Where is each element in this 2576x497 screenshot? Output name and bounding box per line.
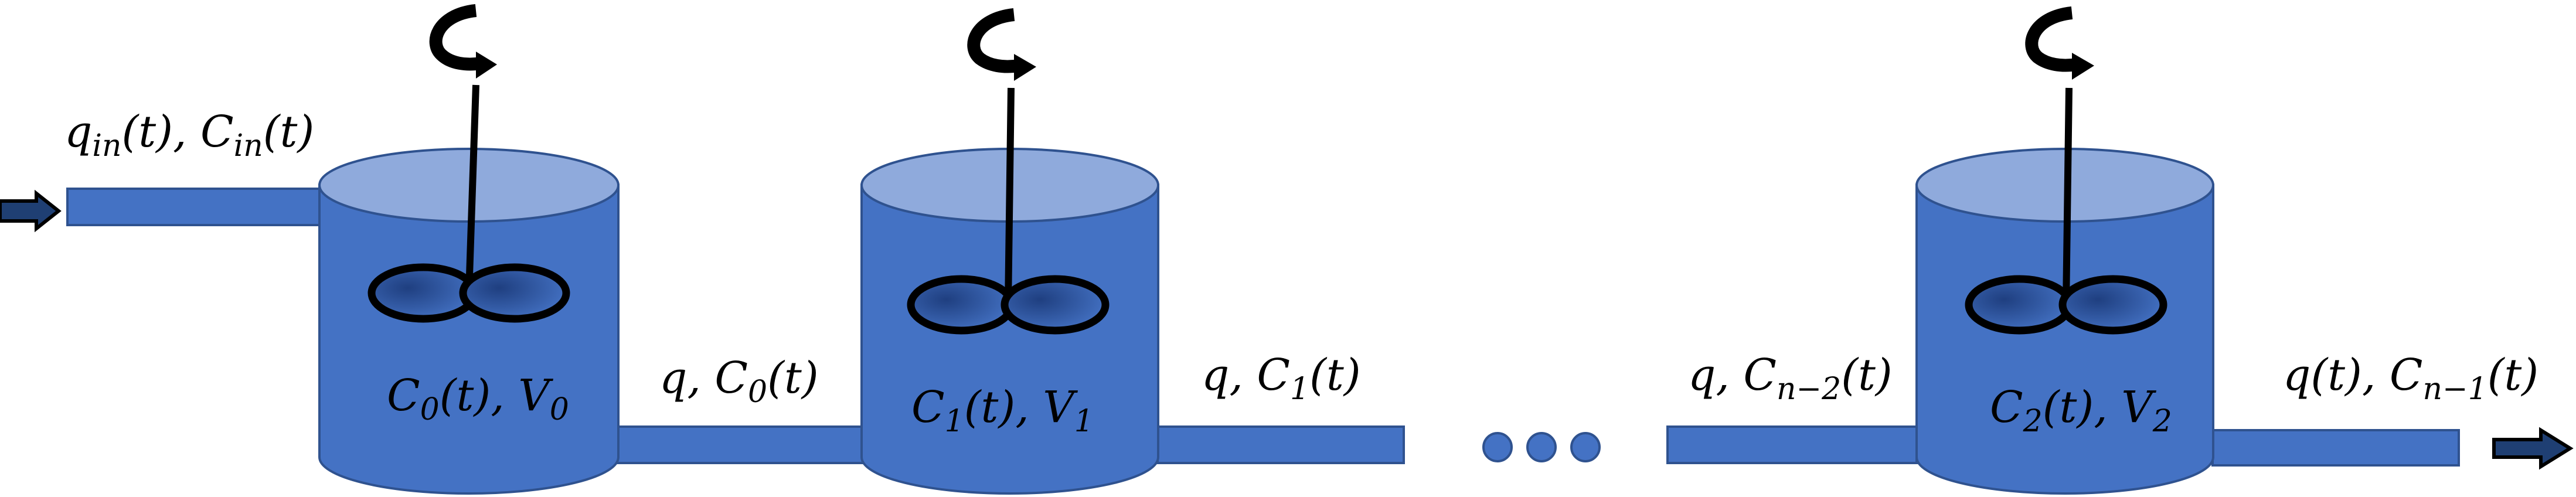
label-tank-2: C2(t), V2 [1990,382,2172,439]
stirrer-shaft [1005,87,1015,305]
label-tank-1: C1(t), V1 [911,382,1094,439]
rotation-arrow-icon [967,8,1036,81]
rotation-arrow-icon [2025,6,2094,80]
impeller-blade [2058,275,2167,335]
impeller-blade [907,275,1016,335]
stirrer-shaft [2063,87,2073,305]
outlet-arrow-icon [2492,427,2574,470]
pipe-in-tank2 [1666,425,1918,464]
impeller-blade [1965,275,2074,335]
tank-2 [1915,6,2214,495]
label-flow-0-1: q, C0(t) [659,353,819,410]
tank-1 [860,8,1159,495]
impeller-blade [1001,275,1110,335]
stirrer-shaft [465,84,479,294]
label-flow-1-out: q, C1(t) [1202,350,1361,407]
rotation-arrow-icon [429,4,497,79]
inlet-pipe [66,188,321,226]
label-flow-prelast: q, Cn−2(t) [1688,350,1893,407]
inlet-arrow-icon [0,189,62,233]
label-tank-0: C0(t), V0 [387,370,569,427]
ellipsis-dots [1482,432,1601,462]
pipe-tank1-out [1156,425,1405,464]
impeller-blade [459,263,570,323]
label-inlet: qin(t), Cin(t) [64,107,314,164]
outlet-pipe [2211,429,2460,467]
pipe-tank0-tank1 [614,425,866,464]
tank-0 [318,4,620,495]
label-outlet: q(t), Cn−1(t) [2283,350,2538,407]
